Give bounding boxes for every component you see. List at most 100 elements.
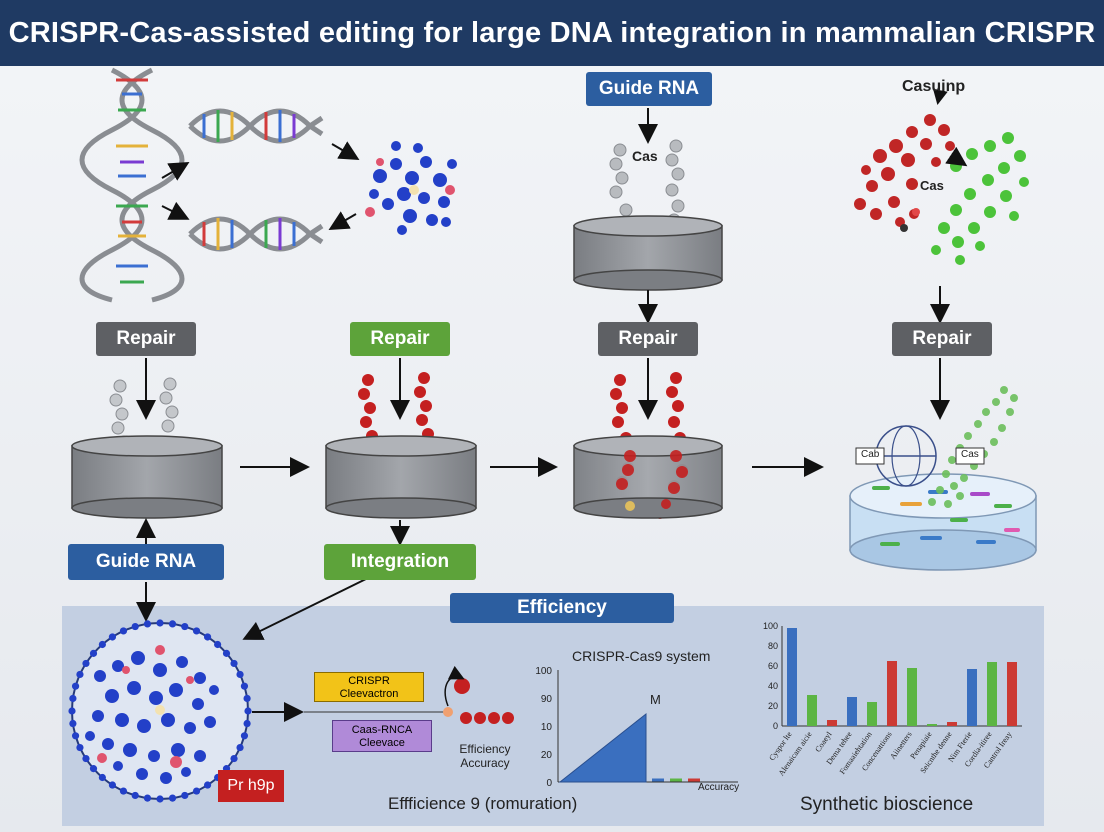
membrane-dot	[119, 627, 128, 635]
bar	[807, 695, 817, 726]
efficiency-label: Efficiency	[450, 593, 674, 623]
dish-right-tag: Cas	[961, 449, 979, 460]
platform-disc-2-icon	[325, 435, 477, 519]
membrane-dot	[119, 787, 128, 795]
cas-molecule-gray-row2-icon	[109, 377, 179, 449]
membrane-dot	[236, 743, 244, 752]
petri-dish-icon	[849, 473, 1037, 571]
bar	[847, 697, 857, 726]
bar	[867, 702, 877, 726]
dna-helix-horizontal-bottom-icon	[188, 216, 324, 252]
cas-device-icon	[855, 425, 985, 487]
membrane-dot	[192, 627, 201, 635]
repair-label-2: Repair	[350, 322, 450, 356]
diagram-illustrations	[68, 67, 1037, 803]
y-tick-label: 40	[768, 681, 778, 691]
repair-label-1: Repair	[96, 322, 196, 356]
membrane-dot	[243, 719, 251, 728]
chart-annotation-m: M	[650, 692, 661, 707]
crispr-cleevaction-box: CRISPR Cleevactron	[314, 672, 424, 702]
membrane-dot	[98, 640, 106, 649]
membrane-dot	[82, 659, 90, 668]
membrane-dot	[230, 754, 238, 763]
membrane-dot	[143, 794, 152, 802]
integration-label: Integration	[324, 544, 476, 580]
membrane-dot	[69, 694, 77, 703]
y-tick-label: 60	[768, 661, 778, 671]
platform-disc-1-icon	[71, 435, 223, 519]
membrane-dot	[240, 732, 249, 740]
efficiency-accuracy-label: Efficiency Accuracy	[459, 742, 511, 770]
protein-cluster-icon	[365, 141, 457, 235]
membrane-dot	[181, 622, 189, 631]
chart-xlabel: Accuracy	[698, 782, 740, 793]
membrane-dot	[203, 781, 212, 789]
membrane-dot	[222, 649, 231, 657]
membrane-dot	[181, 791, 189, 800]
y-tick-label: 0	[773, 721, 778, 731]
membrane-dot	[168, 620, 177, 628]
bar	[927, 724, 937, 726]
y-tick-label: 20	[768, 701, 778, 711]
bar	[887, 661, 897, 726]
membrane-dot	[68, 707, 76, 715]
membrane-dot	[131, 791, 139, 800]
membrane-dot	[71, 682, 80, 690]
membrane-dot	[240, 682, 249, 690]
y-tick-label: 0	[546, 778, 552, 789]
bar	[827, 720, 837, 726]
membrane-dot	[76, 670, 84, 679]
membrane-dot	[131, 622, 139, 631]
membrane-dot	[192, 787, 201, 795]
membrane-dot	[236, 670, 244, 679]
green-protein-over-dish-icon	[928, 386, 1018, 508]
bar	[967, 669, 977, 726]
membrane-dot	[108, 781, 117, 789]
membrane-dot	[82, 754, 90, 763]
membrane-dot	[69, 719, 77, 728]
membrane-dot	[168, 794, 177, 802]
footer-left-text: Effficience 9 (romuration)	[388, 794, 578, 813]
membrane-dot	[98, 773, 106, 782]
membrane-dot	[203, 633, 212, 641]
dish-left-tag: Cab	[861, 449, 880, 460]
dna-helix-horizontal-top-icon	[188, 108, 324, 144]
cas-top-label: Cas	[632, 148, 658, 164]
bar	[947, 722, 957, 726]
y-tick-label: 100	[763, 621, 778, 631]
membrane-dot	[214, 640, 222, 649]
cas-right-label: Cas	[920, 178, 944, 193]
repair-label-4: Repair	[892, 322, 992, 356]
chart-title: CRISPR-Cas9 system	[572, 648, 711, 664]
casuinp-label: Casuinp	[902, 78, 966, 95]
membrane-dot	[156, 619, 164, 627]
y-tick-label: 20	[541, 750, 553, 761]
diagram-canvas: Guide RNA Cas Casuinp Cas Repair Repair …	[0, 66, 1104, 832]
membrane-dot	[71, 732, 80, 740]
membrane-dot	[244, 707, 252, 715]
platform-disc-top-icon	[573, 215, 723, 291]
y-tick-label: 10	[541, 722, 553, 733]
membrane-dot	[76, 743, 84, 752]
red-bead-chain-icon	[443, 678, 514, 724]
platform-disc-3-icon	[573, 435, 723, 519]
repair-label-3: Repair	[598, 322, 698, 356]
cas-rnca-box: Caas-RNCA Cleevace	[332, 720, 432, 752]
footer-right-text: Synthetic bioscience	[800, 794, 974, 815]
vesicle-membrane-dots	[68, 619, 252, 803]
y-tick-label: 90	[541, 694, 553, 705]
y-tick-label: 80	[768, 641, 778, 651]
guide-rna-top-label: Guide RNA	[586, 72, 712, 106]
vesicle-contents-icon	[85, 645, 219, 784]
page-title: CRISPR-Cas-assisted editing for large DN…	[0, 0, 1104, 66]
bar	[1007, 662, 1017, 726]
membrane-dot	[89, 649, 98, 657]
x-tick-label: Coaeyl	[813, 729, 834, 753]
guide-rna-bottom-label: Guide RNA	[68, 544, 224, 580]
membrane-dot	[108, 633, 117, 641]
bar	[907, 668, 917, 726]
membrane-dot	[156, 795, 164, 803]
membrane-dot	[143, 620, 152, 628]
